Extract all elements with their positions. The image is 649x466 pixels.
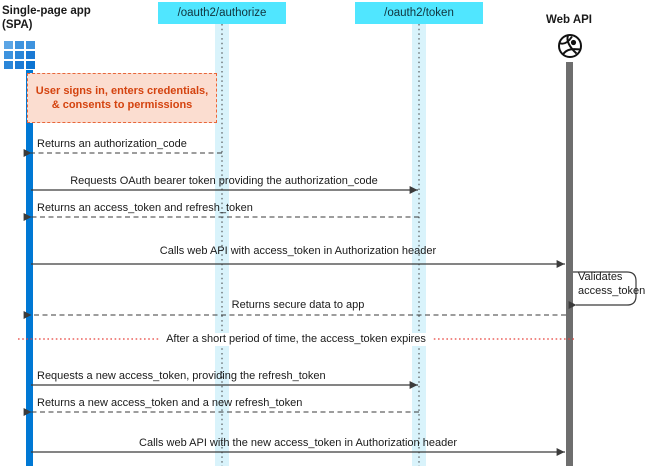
self-message-arrow-validates bbox=[568, 271, 637, 309]
message-label-m5: Returns secure data to app bbox=[231, 299, 365, 311]
divider-label-token-expiry: After a short period of time, the access… bbox=[159, 333, 433, 346]
participant-header-authorize[interactable]: /oauth2/authorize bbox=[158, 2, 286, 24]
message-label-m3: Returns an access_token and refresh_toke… bbox=[37, 202, 253, 214]
participant-header-token[interactable]: /oauth2/token bbox=[355, 2, 483, 24]
app-grid-icon bbox=[4, 41, 35, 69]
message-label-m4: Calls web API with access_token in Autho… bbox=[159, 245, 437, 257]
message-label-m8: Calls web API with the new access_token … bbox=[139, 437, 457, 449]
participant-header-spa: Single-page app (SPA) bbox=[2, 5, 91, 31]
message-label-m2: Requests OAuth bearer token providing th… bbox=[70, 175, 378, 187]
activation-bar-webapi bbox=[566, 62, 573, 466]
self-message-label-validates: Validates access_token bbox=[578, 271, 646, 297]
message-label-m1: Returns an authorization_code bbox=[37, 138, 187, 150]
message-label-m7: Returns a new access_token and a new ref… bbox=[37, 397, 303, 409]
activation-bar-spa bbox=[26, 70, 33, 466]
message-label-m6: Requests a new access_token, providing t… bbox=[37, 370, 326, 382]
participant-header-webapi: Web API bbox=[545, 14, 592, 26]
globe-icon bbox=[558, 34, 582, 58]
note-user-consent: User signs in, enters credentials, & con… bbox=[27, 73, 217, 123]
